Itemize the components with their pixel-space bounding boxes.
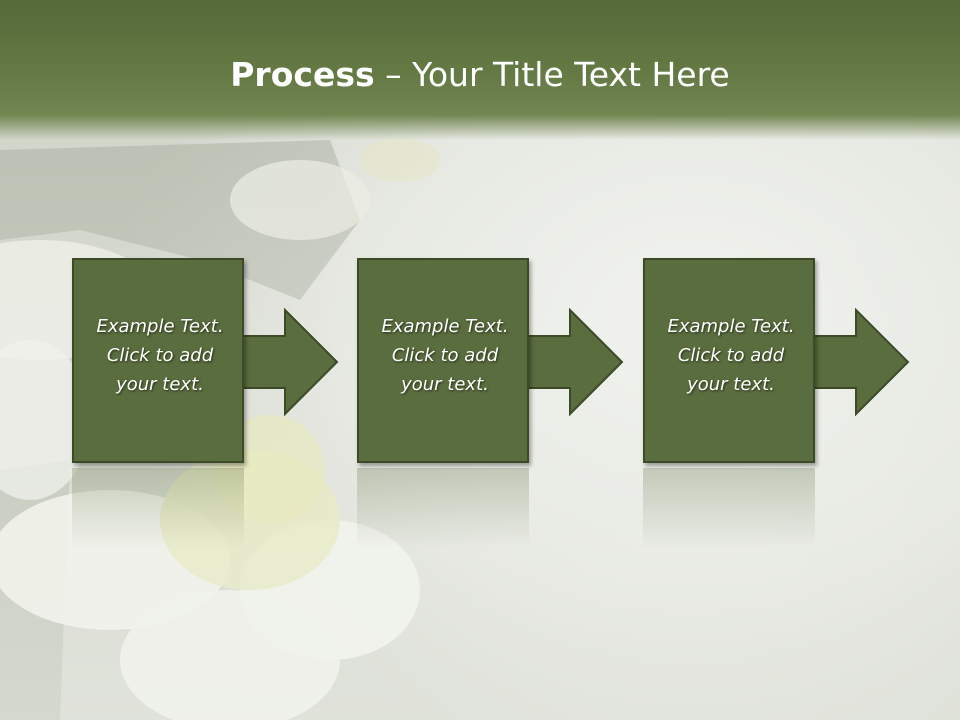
step-2-line-1: Example Text. <box>381 316 509 337</box>
step-1-arrow <box>243 308 339 416</box>
step-1-line-3: your text. <box>116 374 204 395</box>
step-2-reflection <box>357 468 529 548</box>
step-1-text[interactable]: Example Text. Click to add your text. <box>74 312 246 399</box>
step-2-text[interactable]: Example Text. Click to add your text. <box>359 312 531 399</box>
step-1-box: Example Text. Click to add your text. <box>72 258 244 463</box>
step-3-text[interactable]: Example Text. Click to add your text. <box>645 312 817 399</box>
title-rest: – Your Title Text Here <box>374 55 730 94</box>
step-3-arrow <box>814 308 910 416</box>
step-3-box: Example Text. Click to add your text. <box>643 258 815 463</box>
step-3[interactable]: Example Text. Click to add your text. <box>643 258 818 465</box>
step-1-reflection <box>72 468 244 548</box>
title-bold: Process <box>230 55 375 94</box>
step-3-line-2: Click to add <box>677 345 785 366</box>
step-2-box: Example Text. Click to add your text. <box>357 258 529 463</box>
step-2[interactable]: Example Text. Click to add your text. <box>357 258 532 465</box>
title-banner <box>0 0 960 140</box>
step-2-line-3: your text. <box>401 374 489 395</box>
step-3-line-3: your text. <box>687 374 775 395</box>
step-3-reflection <box>643 468 815 548</box>
step-1-line-2: Click to add <box>106 345 214 366</box>
step-1[interactable]: Example Text. Click to add your text. <box>72 258 247 465</box>
step-2-line-2: Click to add <box>391 345 499 366</box>
step-2-arrow <box>528 308 624 416</box>
step-1-line-1: Example Text. <box>96 316 224 337</box>
step-3-line-1: Example Text. <box>667 316 795 337</box>
slide-title[interactable]: Process – Your Title Text Here <box>0 52 960 98</box>
